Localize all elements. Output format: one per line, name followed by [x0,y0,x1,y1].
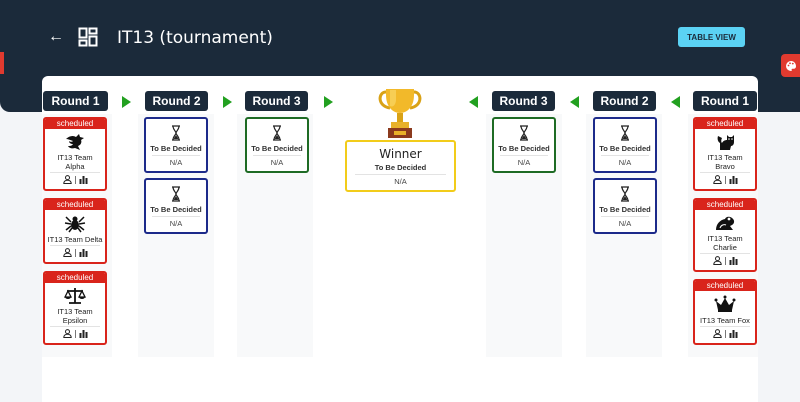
dragon-icon [66,134,84,150]
stats-bar-chart-icon[interactable] [729,329,738,338]
match-score: N/A [152,216,200,228]
team-name: IT13 Team Fox [700,315,750,325]
team-name: IT13 Team Alpha [57,153,93,171]
frog-icon [716,216,735,230]
table-view-button[interactable]: TABLE VIEW [678,27,745,47]
team-card[interactable]: scheduled IT13 Team Bravo [693,117,757,191]
winner-card[interactable]: Winner To Be Decided N/A [345,140,456,192]
match-score: N/A [601,155,649,167]
status-badge: scheduled [45,200,105,210]
team-card[interactable]: scheduled IT13 Team Delta [43,198,107,264]
round-header-left-3: Round 3 [245,91,308,111]
match-card[interactable]: To Be Decided N/A [593,178,657,234]
status-badge: scheduled [695,119,755,129]
match-score: N/A [152,155,200,167]
user-icon[interactable] [712,256,722,265]
hourglass-icon [172,125,180,141]
match-status: To Be Decided [251,144,303,153]
winner-score: N/A [355,174,446,186]
winner-label: Winner [379,147,422,161]
match-card[interactable]: To Be Decided N/A [144,178,208,234]
match-status: To Be Decided [599,144,651,153]
match-card[interactable]: To Be Decided N/A [144,117,208,173]
match-status: To Be Decided [599,205,651,214]
status-badge: scheduled [695,281,755,291]
theme-palette-button[interactable] [781,54,800,77]
match-score: N/A [253,155,301,167]
hourglass-icon [273,125,281,141]
stats-bar-chart-icon[interactable] [729,256,738,265]
stats-bar-chart-icon[interactable] [79,329,88,338]
match-score: N/A [500,155,548,167]
stats-bar-chart-icon[interactable] [729,175,738,184]
winner-status: To Be Decided [374,163,427,172]
page-title: IT13 (tournament) [117,28,273,48]
status-badge: scheduled [45,119,105,129]
round-header-left-1: Round 1 [43,91,108,111]
team-card[interactable]: scheduled IT13 Team Fox [693,279,757,345]
scales-icon [64,288,86,304]
team-card[interactable]: scheduled IT13 Team Epsilon [43,271,107,345]
team-name: IT13 Team Epsilon [57,307,93,325]
user-icon[interactable] [62,175,72,184]
advance-arrow-icon [324,96,333,108]
stats-bar-chart-icon[interactable] [79,248,88,257]
match-card[interactable]: To Be Decided N/A [492,117,556,173]
team-card[interactable]: scheduled IT13 Team Charlie [693,198,757,272]
status-badge: scheduled [45,273,105,283]
match-status: To Be Decided [150,144,202,153]
advance-arrow-icon [570,96,579,108]
round-header-right-1: Round 1 [693,91,757,111]
spider-icon [64,216,86,233]
match-card[interactable]: To Be Decided N/A [593,117,657,173]
match-card[interactable]: To Be Decided N/A [245,117,309,173]
hourglass-icon [172,186,180,202]
match-status: To Be Decided [498,144,550,153]
team-name: IT13 Team Bravo [707,153,743,171]
user-icon[interactable] [62,248,72,257]
team-card[interactable]: scheduled IT13 Team Alpha [43,117,107,191]
hourglass-icon [621,186,629,202]
crown-icon [714,295,736,312]
dashboard-icon[interactable] [78,27,98,47]
user-icon[interactable] [712,329,722,338]
team-name: IT13 Team Charlie [707,234,743,252]
user-icon[interactable] [62,329,72,338]
user-icon[interactable] [712,175,722,184]
round-header-right-2: Round 2 [593,91,656,111]
cat-icon [717,135,734,150]
round-header-left-2: Round 2 [145,91,208,111]
advance-arrow-icon [671,96,680,108]
side-tab-handle[interactable] [0,52,4,74]
stats-bar-chart-icon[interactable] [79,175,88,184]
advance-arrow-icon [223,96,232,108]
match-score: N/A [601,216,649,228]
back-arrow-icon[interactable]: ← [48,28,64,45]
hourglass-icon [621,125,629,141]
round-header-right-3: Round 3 [492,91,555,111]
team-name: IT13 Team Delta [47,234,103,244]
advance-arrow-icon [122,96,131,108]
hourglass-icon [520,125,528,141]
trophy-icon [378,89,422,138]
status-badge: scheduled [695,200,755,210]
palette-icon [785,60,796,71]
match-status: To Be Decided [150,205,202,214]
advance-arrow-icon [469,96,478,108]
